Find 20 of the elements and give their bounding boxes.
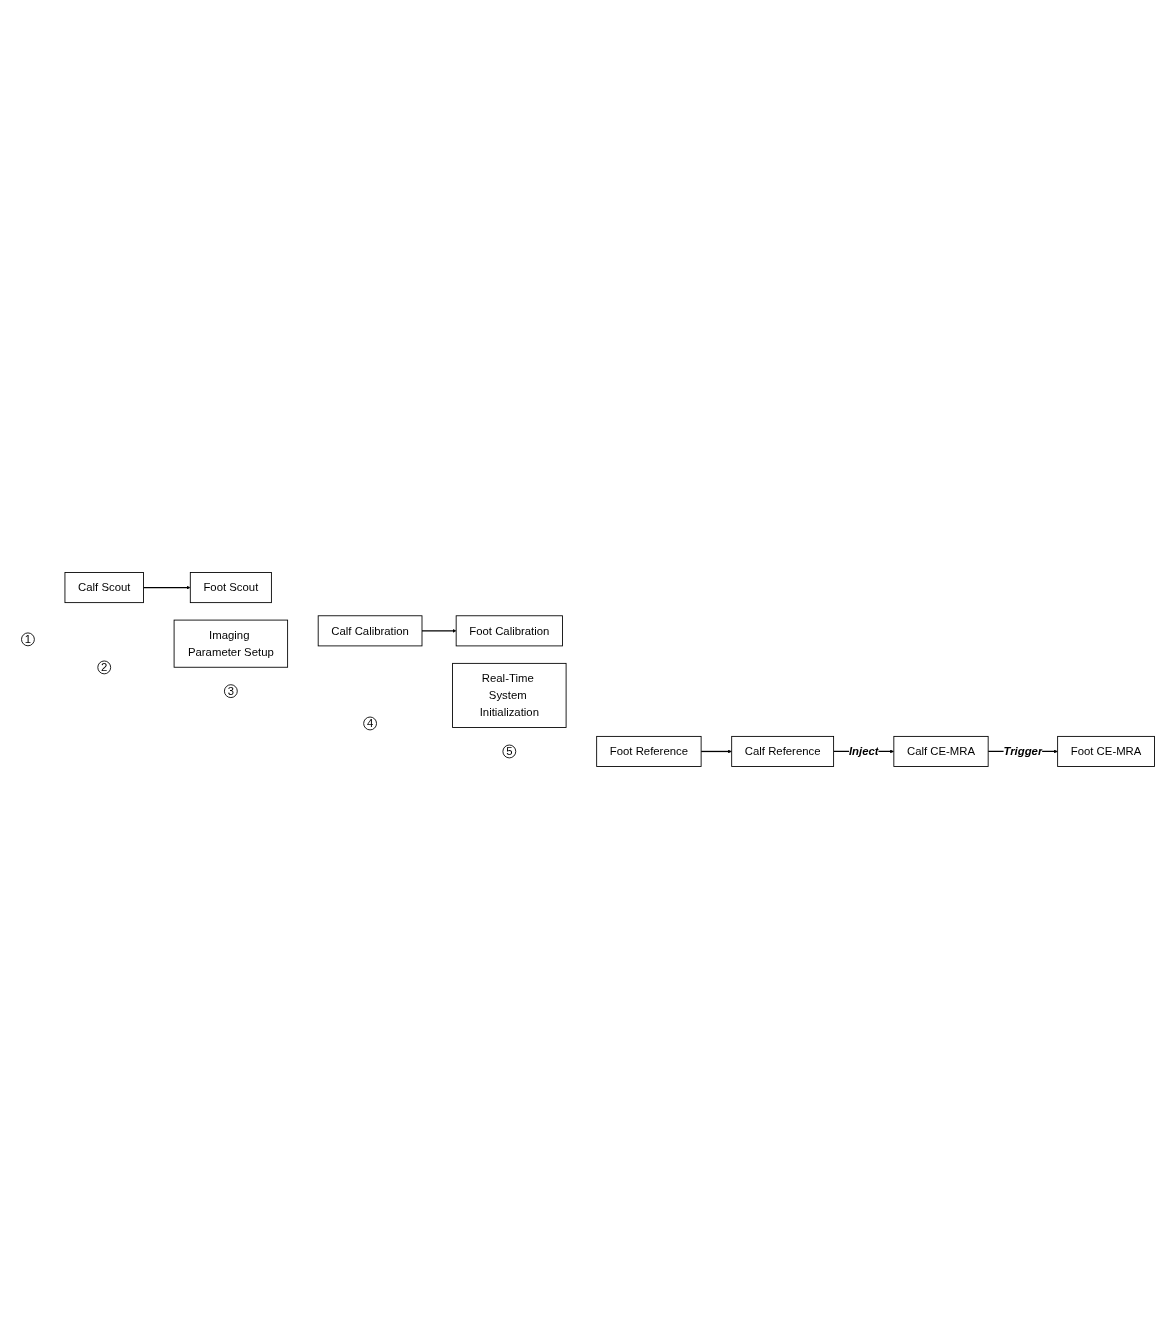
arrow — [142, 585, 190, 590]
node-circle: 2 — [96, 660, 111, 675]
node-circle: 1 — [20, 632, 35, 647]
arrow — [699, 749, 732, 754]
arrow — [420, 628, 456, 633]
node-box: Calf Scout — [64, 572, 144, 604]
node-box: Real-Time System Initialization — [451, 662, 567, 728]
edge-label: Trigger — [1002, 744, 1042, 758]
node-box: Foot CE-MRA — [1056, 735, 1155, 767]
node-box: Imaging Parameter Setup — [173, 619, 288, 668]
node-circle: 5 — [501, 744, 516, 759]
node-circle: 4 — [362, 716, 377, 731]
node-box: Foot Scout — [189, 572, 272, 604]
node-box: Calf Reference — [730, 735, 834, 767]
node-box: Foot Reference — [595, 735, 702, 767]
node-box: Calf Calibration — [317, 615, 422, 647]
node-box: Foot Calibration — [455, 615, 563, 647]
node-box: Calf CE-MRA — [892, 735, 989, 767]
edge-label: Inject — [848, 744, 879, 758]
node-circle: 3 — [223, 684, 238, 698]
